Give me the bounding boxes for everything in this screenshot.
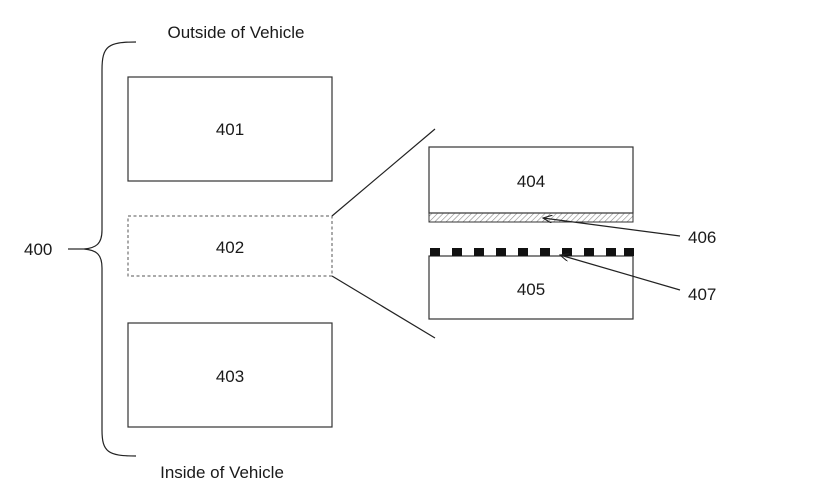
zoom-line-top — [331, 128, 436, 217]
zoom-line-bottom — [331, 275, 436, 339]
layer-402-box — [127, 215, 333, 277]
ref-407-label: 407 — [688, 285, 716, 304]
layer-403-box — [127, 322, 333, 428]
ref-407-leader — [560, 255, 681, 291]
layer-405-label: 405 — [517, 280, 545, 299]
inside-of-vehicle-label: Inside of Vehicle — [160, 463, 284, 482]
assembly-400-label: 400 — [24, 240, 52, 259]
layer-404-box — [428, 146, 634, 214]
pattern-407-dots — [430, 248, 634, 256]
layer-404-label: 404 — [517, 172, 545, 191]
layer-403-label: 403 — [216, 367, 244, 386]
layer-401-box — [127, 76, 333, 182]
coating-406-strip — [428, 212, 634, 223]
layer-401-label: 401 — [216, 120, 244, 139]
ref-406-label: 406 — [688, 228, 716, 247]
layer-402-label: 402 — [216, 238, 244, 257]
ref-406-leader — [543, 218, 681, 237]
outside-of-vehicle-label: Outside of Vehicle — [167, 23, 304, 42]
